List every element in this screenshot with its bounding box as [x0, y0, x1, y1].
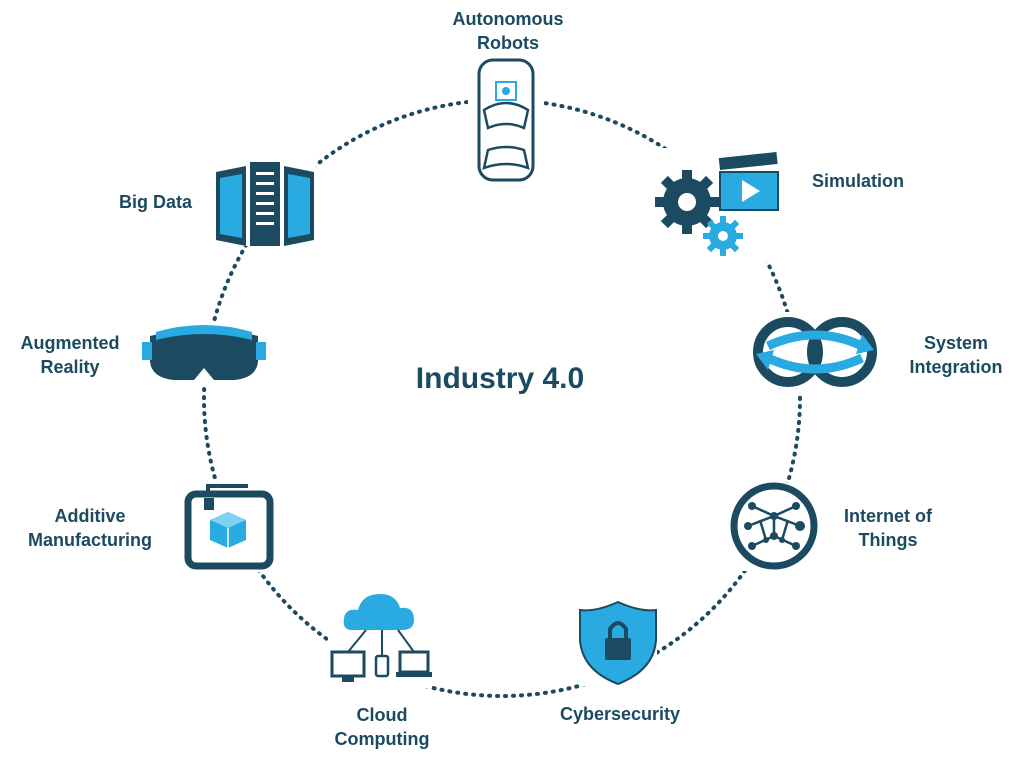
3d-printer-icon — [182, 482, 274, 572]
label-autonomous-robots: Autonomous Robots — [452, 9, 564, 53]
cloud-devices-icon — [328, 586, 432, 688]
label-simulation: Simulation — [812, 171, 905, 191]
label-internet-of-things: Internet of Things — [844, 506, 932, 550]
dotted-ring — [202, 98, 802, 698]
label-cloud-computing: Cloud Computing — [334, 705, 430, 749]
self-driving-car-icon — [468, 54, 544, 188]
gears-clapperboard-icon — [642, 148, 792, 262]
diagram-title: Industry 4.0 — [415, 362, 585, 395]
label-additive-manufacturing: Additive Manufacturing — [28, 506, 152, 550]
label-big-data: Big Data — [118, 192, 192, 212]
label-cybersecurity: Cybersecurity — [559, 704, 681, 724]
shield-lock-icon — [579, 598, 657, 686]
network-globe-icon — [728, 482, 820, 571]
vr-headset-icon — [140, 322, 268, 384]
linked-rings-icon — [742, 312, 888, 394]
server-racks-icon — [212, 160, 316, 246]
label-system-integration: System Integration — [909, 333, 1003, 377]
label-augmented-reality: Augmented Reality — [20, 333, 120, 377]
